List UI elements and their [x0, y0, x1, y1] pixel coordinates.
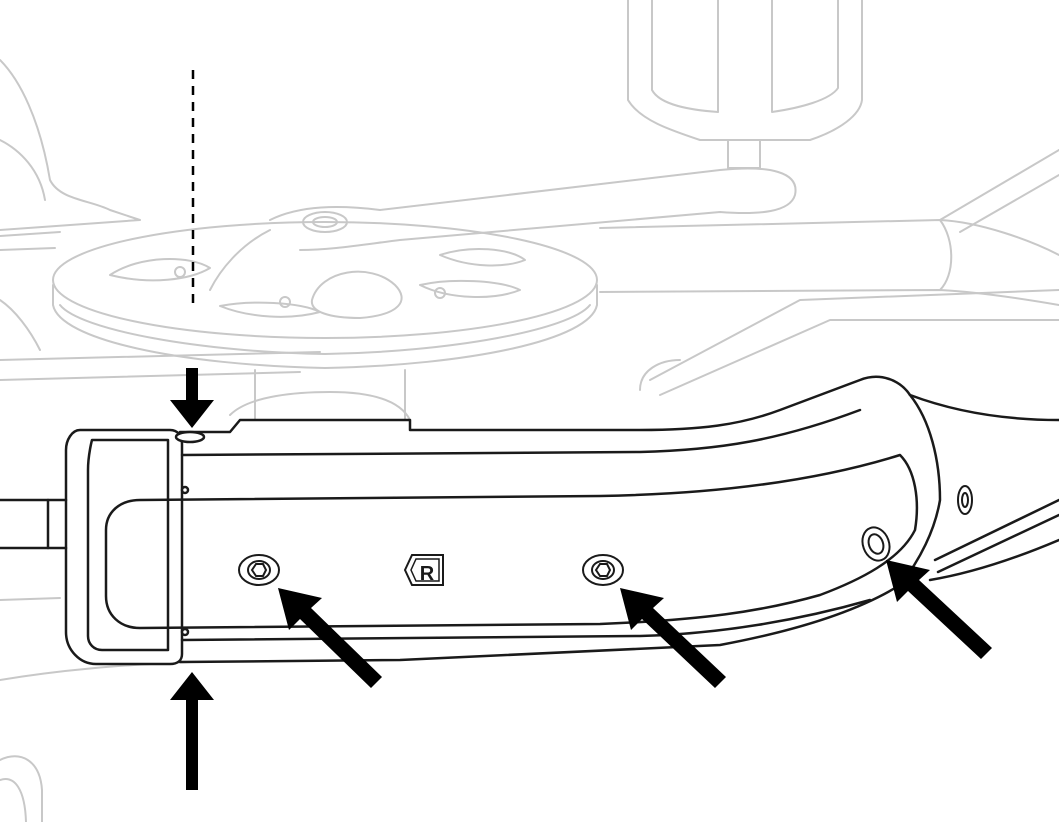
left-frame-inner	[0, 139, 46, 201]
rail-lower-2	[659, 319, 1059, 396]
chainring-cutout-2	[439, 247, 526, 267]
belt-top	[0, 351, 321, 361]
middle-bolt-arrow	[620, 588, 726, 688]
chainring-bolt-3	[279, 296, 291, 308]
lower-left-foot	[0, 597, 61, 601]
pedal-outline	[627, 0, 863, 141]
pedal-spindle	[727, 139, 761, 169]
middle-bolt	[582, 554, 624, 586]
boom-bottom-edge	[180, 598, 872, 642]
bolts	[238, 485, 973, 586]
boom-channel	[104, 453, 919, 630]
seam-screw-top	[180, 485, 190, 495]
left-bolt	[238, 554, 280, 586]
rail-top-2	[959, 174, 1059, 233]
boom-side-panel-lower-2	[936, 513, 1059, 574]
boom-left-connector-edge	[46, 498, 68, 550]
chainring-bolt-1	[174, 266, 186, 278]
chainring-cutout-3	[419, 279, 521, 298]
upper-tube-end	[939, 219, 953, 291]
rail-lower-3	[639, 359, 681, 391]
main-boom	[0, 375, 1059, 666]
chainring-hub	[310, 270, 403, 319]
right-bolt-arrow	[886, 560, 992, 659]
boom-side-panel-lower-3	[928, 538, 1059, 582]
pedal-inner-right	[771, 0, 839, 113]
left-bolt-arrow	[278, 588, 382, 688]
callout-arrows	[170, 368, 992, 790]
logo-letter: R	[420, 563, 435, 585]
upper-tube-bottom	[599, 289, 1059, 306]
boom-side-panel-lower	[933, 498, 1059, 562]
crank-arm	[269, 167, 797, 251]
crank-arm-lower	[209, 229, 271, 291]
logo-badge: R	[403, 554, 444, 586]
left-frame-outline	[0, 59, 141, 231]
boom-left-connector	[0, 498, 50, 550]
side-bolt	[957, 485, 973, 515]
boom-end-cap-face	[86, 438, 170, 652]
right-bolt	[861, 526, 891, 562]
boom-top-edge	[180, 408, 862, 457]
left-bar-bottom	[0, 247, 56, 251]
top-hole	[174, 430, 206, 444]
chainring-top	[52, 221, 598, 339]
seam-screw-bottom	[180, 627, 190, 637]
spindle-base	[229, 391, 411, 421]
boom-side-panel	[908, 393, 1059, 422]
chainring-bolt-2	[434, 287, 446, 299]
belt-bottom	[0, 371, 301, 381]
lower-left-bracket-inner	[0, 778, 27, 822]
rail-lower-1	[649, 289, 1059, 381]
rail-top-1	[939, 149, 1059, 221]
chainring-cutout-1	[109, 257, 211, 282]
pedal-inner-left	[651, 0, 719, 113]
chainring-cutout-4	[219, 301, 321, 318]
bottom-seam-arrow	[170, 672, 214, 790]
left-bar-top	[0, 231, 61, 237]
left-lower-outline	[0, 299, 41, 351]
boom-outer	[178, 375, 942, 664]
chainring-edge	[52, 284, 598, 369]
lower-left-bracket	[0, 755, 43, 822]
upper-tube-top	[599, 219, 1059, 256]
chainring-groove	[59, 304, 591, 355]
top-hole-arrow	[170, 368, 214, 428]
